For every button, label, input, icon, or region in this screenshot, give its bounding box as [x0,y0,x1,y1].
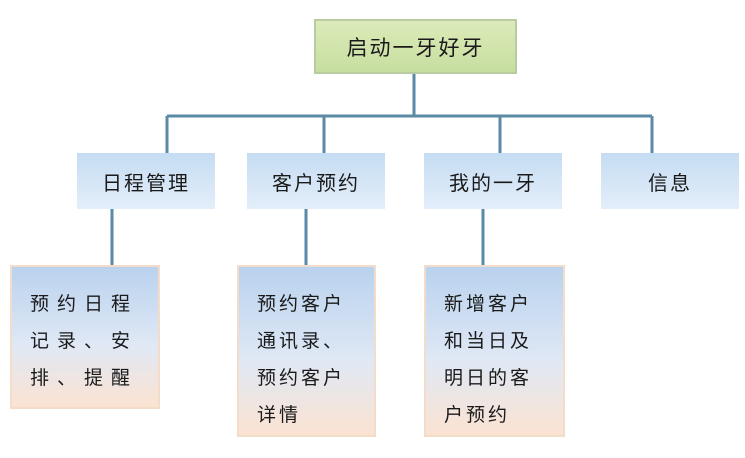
detail-node-text: 新增客户和当日及明日的客户预约 [444,293,533,426]
branch-node-schedule: 日程管理 [77,153,215,209]
branch-node-messages: 信息 [601,153,739,209]
detail-node-my-dental: 新增客户和当日及明日的客户预约 [424,265,565,437]
branch-node-label: 客户预约 [272,170,360,195]
detail-node-appointment: 预约客户通讯录、预约客户详情 [237,265,376,437]
branch-node-label: 日程管理 [102,170,190,195]
root-node-label: 启动一牙好牙 [346,35,485,60]
detail-node-text: 预约客户通讯录、预约客户详情 [257,293,346,426]
branch-node-label: 信息 [648,170,692,195]
root-node: 启动一牙好牙 [314,19,517,74]
detail-node-schedule: 预约日程记录、安排、提醒 [10,265,160,409]
detail-node-text: 预约日程记录、安排、提醒 [30,293,139,389]
branch-node-appointment: 客户预约 [247,153,385,209]
branch-node-label: 我的一牙 [449,170,537,195]
branch-node-my-dental: 我的一牙 [424,153,562,209]
